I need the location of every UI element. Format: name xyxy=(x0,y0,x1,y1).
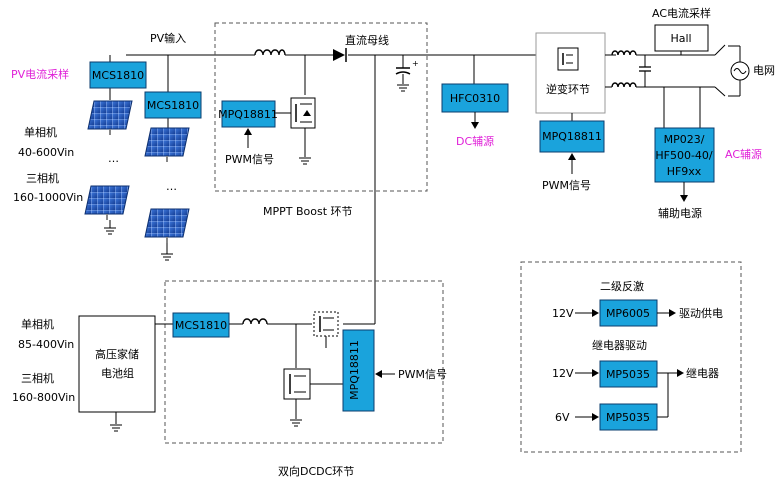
solar-panel-icon xyxy=(144,208,190,244)
mp5035-chip-b xyxy=(599,403,658,431)
dcdc-stage-label: 双向DCDC环节 xyxy=(278,464,354,478)
chip-label: MPQ18811 xyxy=(348,340,361,400)
inductor-icon xyxy=(611,82,637,88)
drive-supply-label: 驱动供电 xyxy=(679,306,723,320)
dc-bus-label: 直流母线 xyxy=(345,33,389,47)
mpq18811-chip-c xyxy=(342,329,375,412)
pv-input-label: PV输入 xyxy=(150,31,186,45)
svg-text:+: + xyxy=(412,59,419,68)
flyback-label: 二级反激 xyxy=(600,279,644,293)
battery-label: 高压家储 xyxy=(95,347,139,361)
ac-aux-label: AC辅源 xyxy=(725,147,762,161)
ground-icon xyxy=(160,253,174,261)
ac-current-sampling-label: AC电流采样 xyxy=(652,6,711,20)
mp5035-chip-a xyxy=(599,360,658,388)
diode-icon xyxy=(333,48,347,62)
chip-label: HF9xx xyxy=(667,165,702,178)
relay-drive-label: 继电器驱动 xyxy=(592,339,647,352)
single-phase-label: 单相机 xyxy=(24,125,57,139)
inductor-icon xyxy=(254,49,286,56)
ground-icon xyxy=(396,84,410,92)
chip-label: MP023/ xyxy=(664,133,705,146)
three-phase-label: 三相机 xyxy=(21,371,54,385)
three-phase-range: 160-800Vin xyxy=(12,391,75,404)
hall-label: Hall xyxy=(670,32,691,45)
chip-label: MCS1810 xyxy=(175,319,227,332)
aux-box xyxy=(520,261,742,453)
mpq18811-chip-b xyxy=(539,120,605,153)
mosfet-icon xyxy=(283,368,311,400)
inverter-bridge-icon xyxy=(557,47,579,71)
ground-icon xyxy=(103,227,117,235)
dots: … xyxy=(166,180,177,193)
solar-panel-icon xyxy=(84,185,130,221)
chip-label: MPQ18811 xyxy=(218,108,278,121)
aux-power-label: 辅助电源 xyxy=(658,206,702,220)
inductor-icon xyxy=(611,50,637,56)
chip-label: MP5035 xyxy=(606,368,650,381)
chip-label: MCS1810 xyxy=(147,99,199,112)
dcdc-box xyxy=(164,280,444,444)
chip-label: HFC0310 xyxy=(450,92,500,105)
dots: … xyxy=(108,152,119,165)
mp023-chip xyxy=(654,127,715,183)
ac-source-icon xyxy=(730,61,750,81)
ground-icon xyxy=(298,157,312,165)
ground-icon xyxy=(109,424,123,432)
pv-current-sampling-label: PV电流采样 xyxy=(11,67,69,81)
relay-label: 继电器 xyxy=(686,367,719,380)
mcs1810-chip-c xyxy=(172,312,230,338)
solar-panel-icon xyxy=(144,127,190,163)
mpq18811-chip-a xyxy=(221,100,276,128)
mcs1810-chip-a xyxy=(89,61,147,89)
chip-label: MP5035 xyxy=(606,411,650,424)
mp6005-chip xyxy=(599,299,658,327)
hfc0310-chip xyxy=(441,83,509,113)
inductor-icon xyxy=(242,318,268,325)
capacitor-icon: + xyxy=(395,59,419,75)
switch-icon xyxy=(714,44,741,62)
switch-icon xyxy=(714,80,741,97)
pwm-signal-label: PWM信号 xyxy=(398,368,447,381)
mppt-stage-label: MPPT Boost 环节 xyxy=(263,205,353,218)
solar-panel-icon xyxy=(87,100,133,136)
hall-sensor xyxy=(654,24,709,52)
pwm-signal-label: PWM信号 xyxy=(225,153,274,166)
pwm-signal-label: PWM信号 xyxy=(542,179,591,192)
three-phase-range: 160-1000Vin xyxy=(13,191,83,204)
voltage-label: 12V xyxy=(552,367,574,380)
chip-label: MP6005 xyxy=(606,307,650,320)
dc-aux-label: DC辅源 xyxy=(456,134,494,148)
mppt-boost-box xyxy=(214,22,428,192)
mosfet-icon xyxy=(290,97,316,129)
ground-icon xyxy=(289,419,303,427)
battery-label: 电池组 xyxy=(101,366,134,380)
mosfet-icon xyxy=(313,311,339,337)
chip-label: MCS1810 xyxy=(92,69,144,82)
chip-label: MPQ18811 xyxy=(542,130,602,143)
grid-label: 电网 xyxy=(753,64,775,77)
chip-label: HF500-40/ xyxy=(655,149,713,162)
inverter-block xyxy=(535,32,606,114)
single-phase-label: 单相机 xyxy=(21,317,54,331)
single-phase-range: 40-600Vin xyxy=(18,146,74,159)
single-phase-range: 85-400Vin xyxy=(18,338,74,351)
voltage-label: 6V xyxy=(555,411,570,424)
battery-block xyxy=(78,315,156,413)
inverter-stage-label: 逆变环节 xyxy=(546,82,590,96)
voltage-label: 12V xyxy=(552,307,574,320)
three-phase-label: 三相机 xyxy=(26,171,59,185)
mcs1810-chip-b xyxy=(144,91,202,119)
